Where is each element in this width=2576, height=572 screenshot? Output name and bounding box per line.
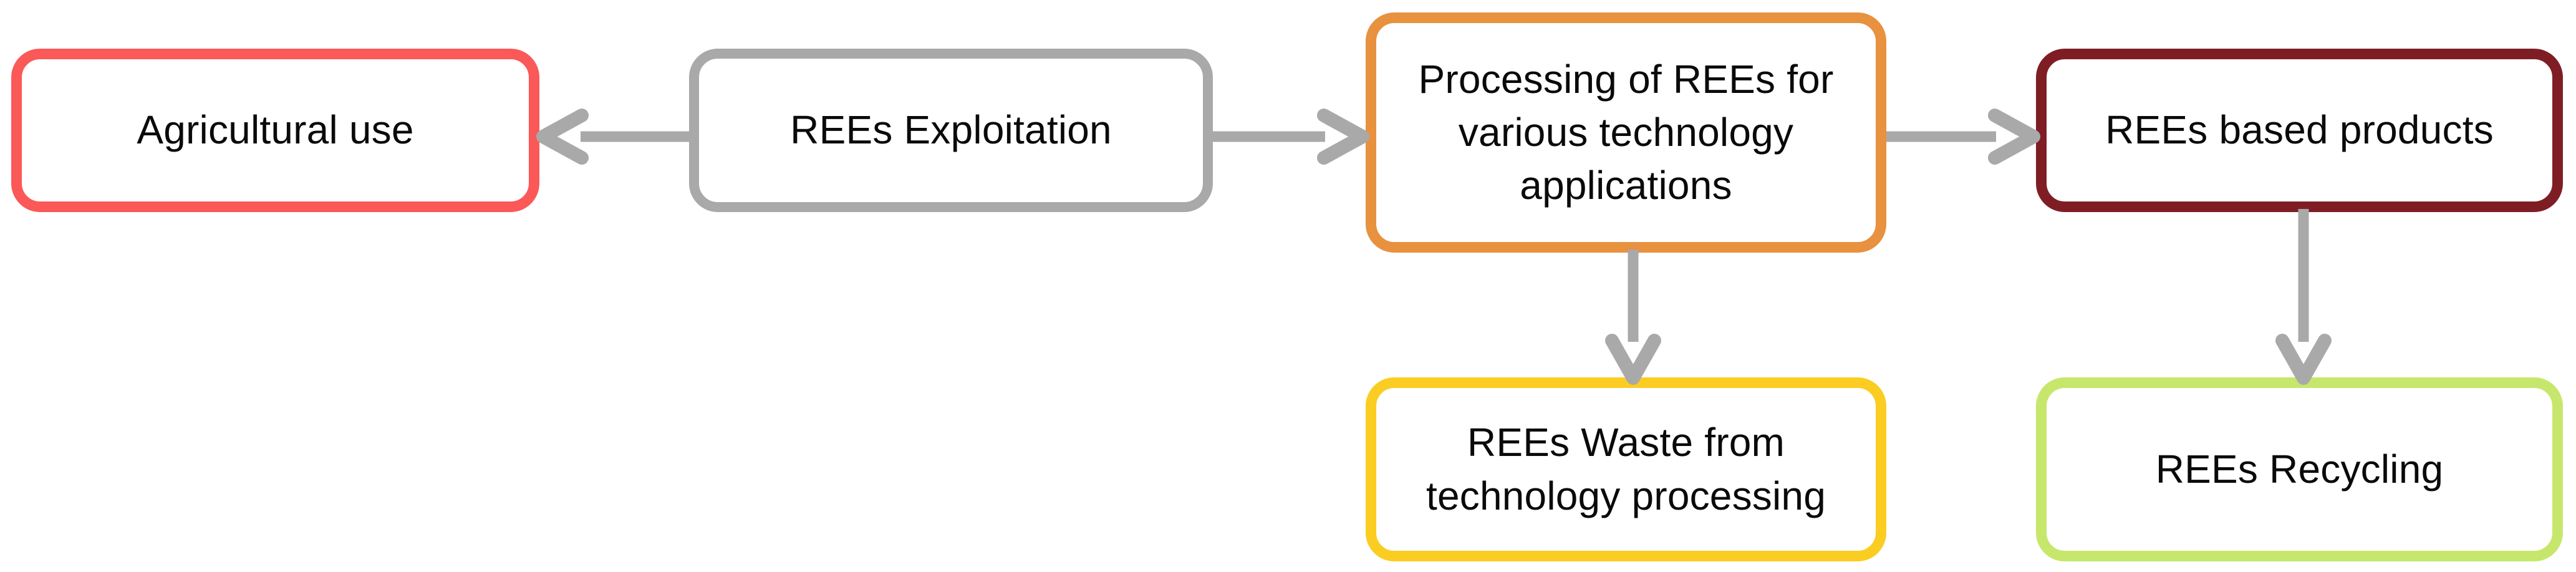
node-processing-of-rees[interactable]: Processing of REEs for various technolog…: [1366, 12, 1886, 253]
node-label-rees-waste: REEs Waste from technology processing: [1425, 420, 1826, 518]
arrowhead-down-icon: [1605, 334, 1661, 385]
arrow-processing-to-rees-waste: [1605, 250, 1661, 385]
arrow-rees-based-products-to-rees-recycling: [2275, 209, 2332, 385]
node-rees-waste-from-technology-processing[interactable]: REEs Waste from technology processing: [1366, 377, 1886, 561]
node-label-rees-exploitation: REEs Exploitation: [790, 107, 1112, 153]
arrowhead-down-icon: [2275, 334, 2332, 385]
arrow-processing-to-rees-based-products: [1886, 109, 2040, 165]
arrow-exploitation-to-processing: [1213, 109, 1369, 165]
arrow-exploitation-to-agricultural-use: [536, 109, 690, 165]
node-rees-based-products[interactable]: REEs based products: [2036, 49, 2563, 212]
node-label-agricultural-use: Agricultural use: [137, 107, 414, 153]
node-label-rees-based-products: REEs based products: [2105, 107, 2494, 153]
node-label-processing-of-rees: Processing of REEs for various technolog…: [1418, 56, 1834, 208]
arrowhead-right-icon: [1988, 109, 2040, 165]
node-label-rees-recycling: REEs Recycling: [2155, 446, 2444, 492]
arrowhead-left-icon: [536, 109, 589, 165]
node-agricultural-use[interactable]: Agricultural use: [11, 49, 539, 212]
node-rees-exploitation[interactable]: REEs Exploitation: [689, 49, 1213, 212]
node-rees-recycling[interactable]: REEs Recycling: [2036, 377, 2563, 561]
arrowhead-right-icon: [1317, 109, 1369, 165]
